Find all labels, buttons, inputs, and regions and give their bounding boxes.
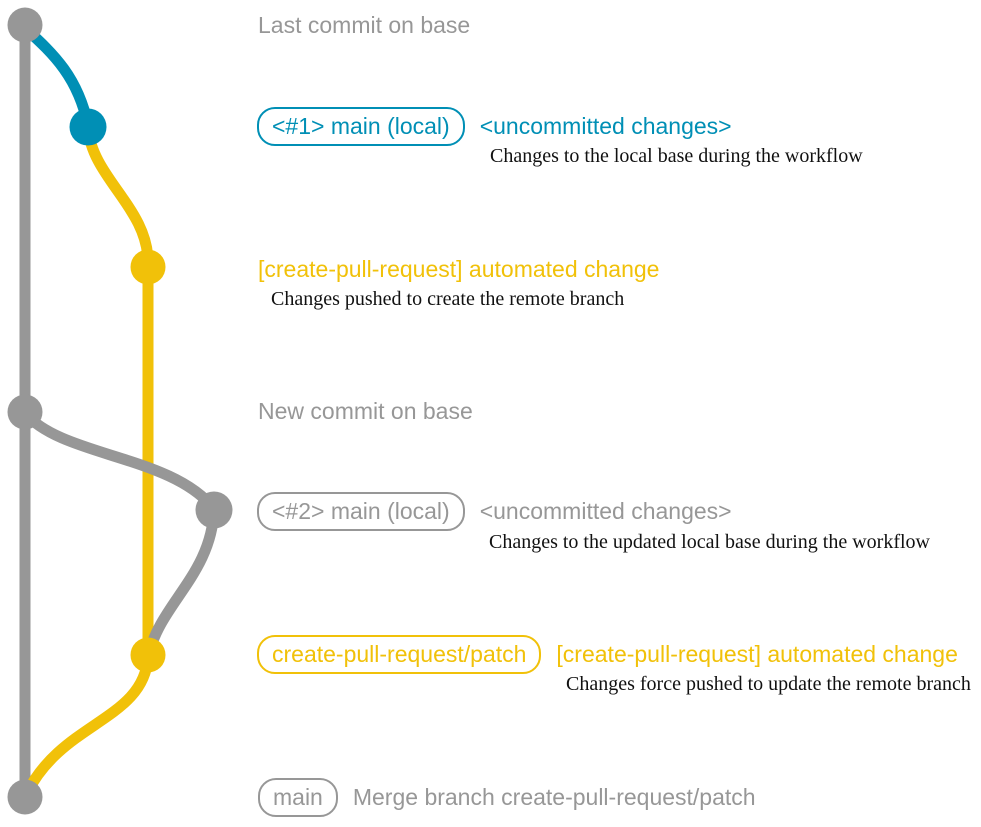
row-main-local-2: <#2> main (local) <uncommitted changes>: [257, 492, 732, 531]
row-last-commit: Last commit on base: [258, 12, 470, 39]
commit-dot-main-local-2: [195, 491, 233, 529]
main-local-branch-curve: [19, 22, 94, 131]
commit-dot-main-local-1: [69, 108, 107, 146]
main2-to-patch-curve: [143, 503, 220, 660]
patch-branch-line: [82, 122, 154, 663]
commit-dot-new-commit-on-base: [7, 394, 43, 430]
automated-change-label-2: [create-pull-request] automated change: [556, 641, 958, 667]
row-main-local-1: <#1> main (local) <uncommitted changes>: [257, 107, 732, 146]
note-push-create: Changes pushed to create the remote bran…: [271, 288, 625, 310]
git-graph: [7, 7, 233, 815]
last-commit-label: Last commit on base: [258, 12, 471, 38]
note-updated-local-base: Changes to the updated local base during…: [489, 531, 930, 553]
uncommitted-changes-label-2: <uncommitted changes>: [479, 498, 732, 524]
row-new-commit: New commit on base: [258, 398, 473, 425]
commit-dot-automated-change-2: [130, 637, 166, 673]
uncommitted-changes-label-1: <uncommitted changes>: [479, 113, 732, 139]
row-automated-change-1: [create-pull-request] automated change: [258, 256, 659, 283]
automated-change-label-1: [create-pull-request] automated change: [258, 256, 660, 282]
merge-message-label: Merge branch create-pull-request/patch: [352, 784, 756, 810]
branch-label-cpr-patch: create-pull-request/patch: [257, 635, 542, 674]
base-to-main2-curve: [19, 407, 220, 515]
commit-dot-last-commit-on-base: [7, 7, 43, 43]
row-cpr-patch: create-pull-request/patch [create-pull-r…: [257, 635, 958, 674]
branch-label-main: main: [258, 778, 338, 817]
commit-dot-merge: [7, 779, 43, 815]
commit-dot-automated-change-1: [130, 249, 166, 285]
row-merge: main Merge branch create-pull-request/pa…: [258, 778, 756, 817]
branch-label-main-local-1: <#1> main (local): [257, 107, 465, 146]
new-commit-label: New commit on base: [258, 398, 473, 424]
patch-merge-curve: [21, 651, 154, 799]
branch-label-main-local-2: <#2> main (local): [257, 492, 465, 531]
note-force-push: Changes force pushed to update the remot…: [566, 673, 971, 695]
note-local-base: Changes to the local base during the wor…: [490, 145, 863, 167]
